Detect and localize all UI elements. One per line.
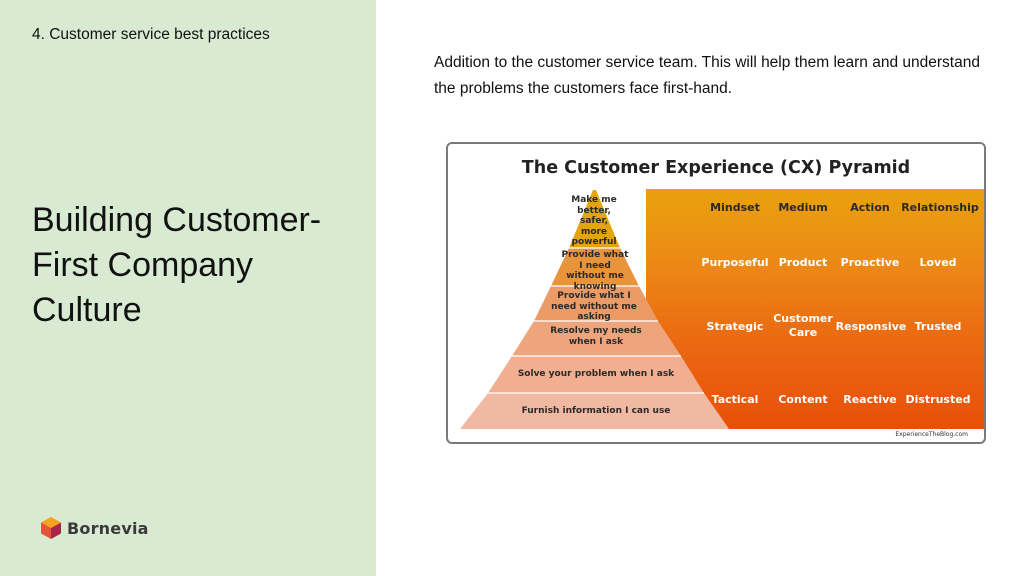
slide-title: Building Customer-First Company Culture xyxy=(32,201,322,329)
section-label: 4. Customer service best practices xyxy=(32,26,270,43)
logo: Bornevia xyxy=(40,516,149,540)
credit-text: ExperienceTheBlog.com xyxy=(895,431,968,438)
level-label-5: Solve your problem when I ask xyxy=(517,369,675,379)
cell-product: Product xyxy=(778,256,828,269)
cube-logo-icon xyxy=(41,517,61,539)
level-label-6: Furnish information I can use xyxy=(521,406,671,416)
cell-strategic: Strategic xyxy=(706,320,764,333)
left-panel: 4. Customer service best practices Build… xyxy=(0,0,376,576)
header-relationship: Relationship xyxy=(901,201,979,214)
pyramid-level-4 xyxy=(512,321,681,356)
header-mindset: Mindset xyxy=(710,201,760,214)
figure-title: The Customer Experience (CX) Pyramid xyxy=(521,158,911,178)
cell-proactive: Proactive xyxy=(840,256,900,269)
cell-responsive: Responsive xyxy=(835,320,907,333)
pyramid-level-3 xyxy=(534,286,658,321)
cell-tactical: Tactical xyxy=(711,393,759,406)
pyramid-level-1 xyxy=(569,190,620,248)
pyramid-level-5 xyxy=(488,356,704,393)
pyramid-graphic xyxy=(460,190,729,429)
cell-reactive: Reactive xyxy=(843,393,897,406)
level-label-1: Make me better, safer, more powerful xyxy=(571,195,617,247)
cell-customer-care: Customer Care xyxy=(773,312,833,339)
cell-trusted: Trusted xyxy=(914,320,962,333)
header-action: Action xyxy=(850,201,890,214)
pyramid-level-2 xyxy=(551,248,639,286)
cell-purposeful: Purposeful xyxy=(701,256,769,269)
header-medium: Medium xyxy=(778,201,828,214)
cell-distrusted: Distrusted xyxy=(905,393,971,406)
gradient-panel xyxy=(646,189,984,429)
level-label-4: Resolve my needs when I ask xyxy=(550,326,642,347)
logo-text: Bornevia xyxy=(67,518,149,538)
level-label-2: Provide what I need without me knowing xyxy=(561,250,629,292)
level-label-3: Provide what I need without me asking xyxy=(551,291,637,322)
body-text: Addition to the customer service team. T… xyxy=(434,54,980,97)
pyramid-level-6 xyxy=(460,393,729,429)
cx-pyramid-figure: The Customer Experience (CX) Pyramid Mak… xyxy=(446,142,986,444)
cell-content: Content xyxy=(778,393,828,406)
cell-loved: Loved xyxy=(919,256,957,269)
